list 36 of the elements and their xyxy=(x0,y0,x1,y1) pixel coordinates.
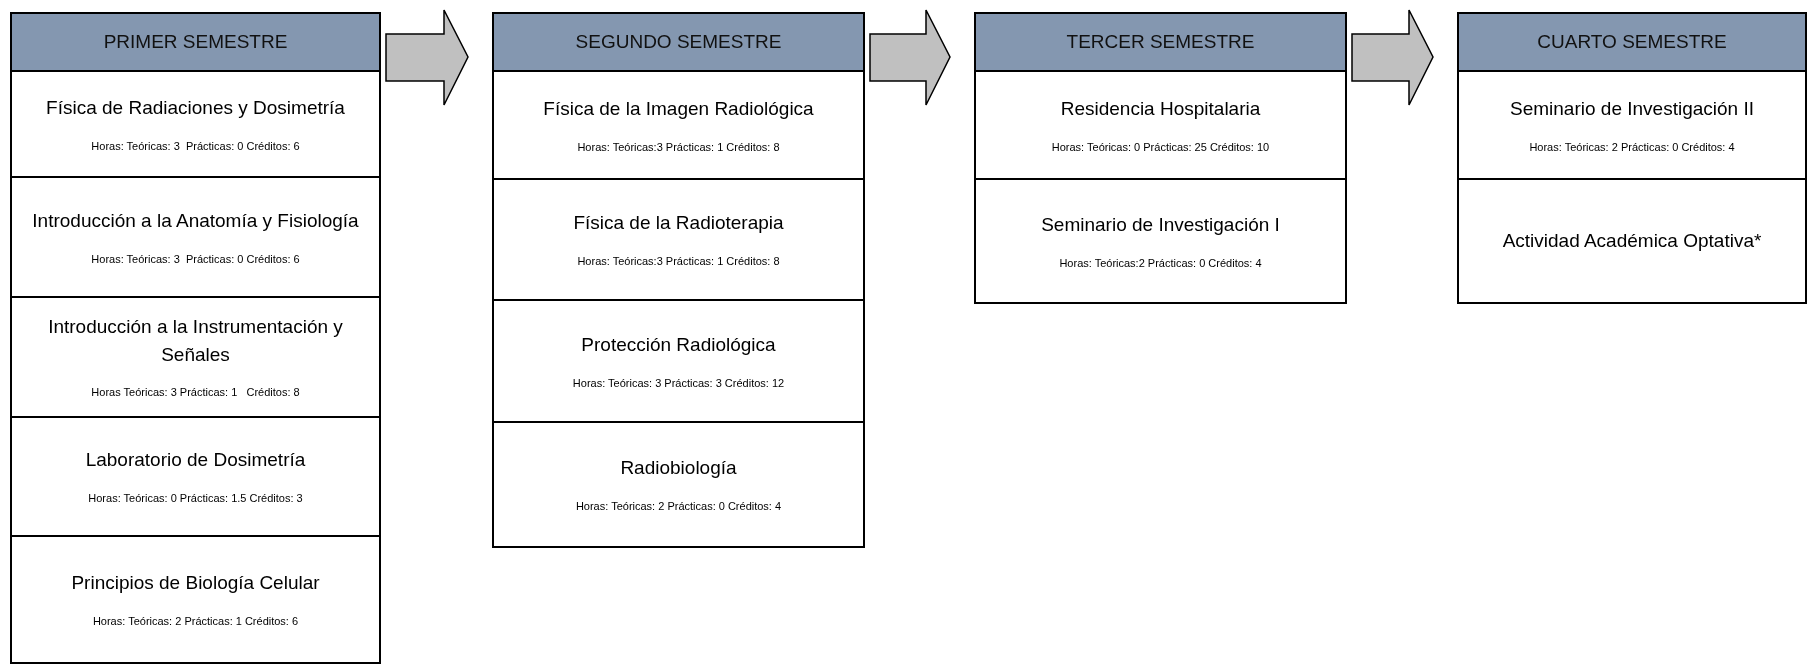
semester-column xyxy=(1457,12,1807,304)
course-title: Seminario de Investigación I xyxy=(1041,212,1280,237)
semester-column xyxy=(10,12,381,664)
semester-header: CUARTO SEMESTRE xyxy=(1459,14,1805,72)
course-title: Laboratorio de Dosimetría xyxy=(85,448,306,473)
course-hours: Horas: Teóricas: 0 Prácticas: 25 Créditos: 10 xyxy=(1051,139,1270,155)
course-title: Protección Radiológica xyxy=(581,332,776,357)
semester-header: SEGUNDO SEMESTRE xyxy=(494,14,863,72)
course-hours: Horas: Teóricas:2 Prácticas: 0 Créditos: 4 xyxy=(1059,255,1262,271)
course-hours: Horas: Teóricas: 0 Prácticas: 1.5 Créditos: 3 xyxy=(88,491,303,506)
course-title: Residencia Hospitalaria xyxy=(1060,96,1261,121)
course-title: Introducción a la Instrumentación y Señales xyxy=(47,315,344,367)
semester-column xyxy=(492,12,865,548)
course-hours: Horas: Teóricas:3 Prácticas: 1 Créditos: 8 xyxy=(577,139,780,155)
semester-header: TERCER SEMESTRE xyxy=(976,14,1345,72)
course-title: Introducción a la Anatomía y Fisiología xyxy=(32,208,359,233)
course-hours: Horas: Teóricas: 2 Prácticas: 1 Créditos: 6 xyxy=(92,614,299,629)
block-arrow xyxy=(1351,9,1434,106)
course-title: Física de la Imagen Radiológica xyxy=(543,96,814,121)
course-hours: Horas Teóricas: 3 Prácticas: 1 Créditos: 8 xyxy=(91,385,300,401)
course-title: Radiobiología xyxy=(620,456,737,481)
block-arrow xyxy=(869,9,951,106)
course-hours: Horas: Teóricas: 3 Prácticas: 0 Créditos: 6 xyxy=(91,138,300,154)
course-title: Seminario de Investigación II xyxy=(1510,96,1754,121)
semester-column xyxy=(974,12,1347,304)
course-hours: Horas: Teóricas: 3 Prácticas: 0 Créditos: 6 xyxy=(91,251,300,267)
course-title: Principios de Biología Celular xyxy=(71,571,320,596)
course-title: Física de la Radioterapia xyxy=(573,211,784,236)
course-title: Física de Radiaciones y Dosimetría xyxy=(46,95,345,120)
semester-header: PRIMER SEMESTRE xyxy=(12,14,379,72)
course-hours: Horas: Teóricas:3 Prácticas: 1 Créditos: 8 xyxy=(577,254,780,269)
course-title: Actividad Académica Optativa* xyxy=(1502,229,1762,254)
course-hours: Horas: Teóricas: 3 Prácticas: 3 Créditos: 12 xyxy=(572,375,785,391)
course-hours: Horas: Teóricas: 2 Prácticas: 0 Créditos: 4 xyxy=(575,499,782,514)
course-hours: Horas: Teóricas: 2 Prácticas: 0 Créditos: 4 xyxy=(1529,139,1735,155)
block-arrow xyxy=(385,9,469,106)
